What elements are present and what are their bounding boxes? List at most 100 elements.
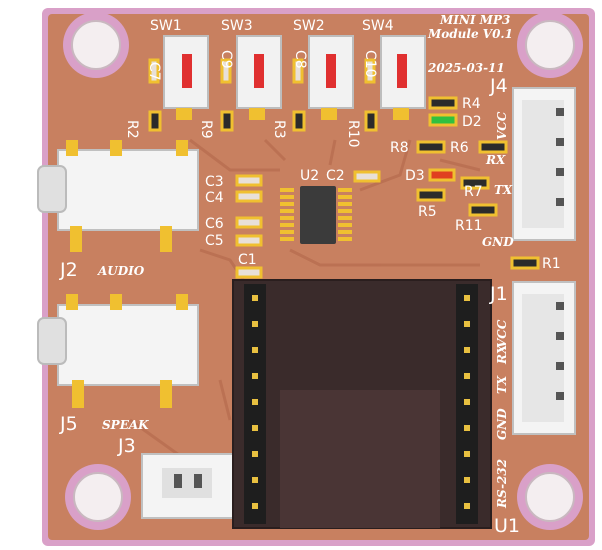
resistor-r1 (510, 256, 540, 270)
label-speak: SPEAK (102, 418, 149, 432)
label-c3: C3 (205, 174, 224, 190)
label-c2: C2 (326, 168, 345, 184)
label-c5: C5 (205, 233, 224, 249)
smd-capacitors-top (148, 58, 376, 84)
label-u1: U1 (494, 515, 520, 537)
label-d3: D3 (405, 168, 425, 184)
switch-sw2[interactable] (308, 35, 354, 120)
switch-actuator (397, 54, 407, 88)
label-r5: R5 (418, 204, 437, 220)
header-pin (252, 373, 258, 379)
resistor-r6 (478, 140, 508, 154)
speaker-jack-j5[interactable] (37, 294, 199, 408)
module-u1 (232, 279, 492, 529)
header-pin (252, 295, 258, 301)
header-pin (464, 321, 470, 327)
resistor-r8 (416, 140, 446, 154)
date-label: 2025-03-11 (427, 61, 505, 75)
header-pin (252, 347, 258, 353)
label-d2: D2 (462, 114, 482, 130)
label-c1: C1 (238, 252, 257, 268)
header-pin (464, 399, 470, 405)
label-rs232: RS-232 (495, 459, 509, 509)
header-pin (464, 477, 470, 483)
resistor-r4 (428, 96, 458, 110)
label-r10: R10 (345, 120, 361, 148)
connector-j4[interactable] (512, 87, 576, 241)
mounting-hole-bottom-right (517, 464, 583, 530)
label-j4-vcc: VCC (495, 111, 509, 140)
label-j1-gnd: GND (495, 408, 509, 440)
label-r4: R4 (462, 96, 481, 112)
title-line2: Module V0.1 (427, 27, 513, 41)
module-u1-pins (252, 295, 470, 509)
switch-sw1[interactable] (163, 35, 209, 120)
header-pin (464, 425, 470, 431)
label-sw4: SW4 (362, 18, 394, 34)
label-r7: R7 (464, 184, 483, 200)
silkscreen: SW1 SW3 SW2 SW4 C7 C9 C8 C10 R2 R9 R3 R1… (59, 13, 561, 537)
label-r3: R3 (271, 120, 287, 139)
label-r9: R9 (198, 120, 214, 139)
label-j5: J5 (59, 413, 78, 435)
label-c9: C9 (218, 50, 234, 69)
label-r6: R6 (450, 140, 469, 156)
title-line1: MINI MP3 (439, 13, 510, 27)
label-c10: C10 (362, 50, 378, 78)
switch-sw3[interactable] (236, 35, 282, 120)
label-c6: C6 (205, 216, 224, 232)
header-pin (464, 295, 470, 301)
audio-jack-j2[interactable] (37, 140, 199, 252)
ic-u2 (280, 186, 352, 244)
header-pin (464, 503, 470, 509)
mounting-hole-top-right (517, 12, 583, 78)
connector-j3[interactable] (141, 453, 235, 519)
label-j1: J1 (489, 283, 508, 305)
mounting-hole-bottom-left (65, 464, 131, 530)
smd-resistors-top (148, 110, 378, 132)
resistor-r5 (416, 188, 446, 202)
header-pin (252, 503, 258, 509)
label-c4: C4 (205, 190, 224, 206)
label-j4-rx: RX (485, 153, 506, 167)
smd-capacitors-mid (235, 170, 381, 279)
label-r2: R2 (124, 120, 140, 139)
led-d3 (428, 168, 456, 182)
label-audio: AUDIO (97, 264, 145, 278)
resistor-r11 (468, 203, 498, 217)
header-pin (252, 321, 258, 327)
label-r1: R1 (542, 256, 561, 272)
switch-actuator (254, 54, 264, 88)
label-sw1: SW1 (150, 18, 182, 34)
label-u2: U2 (300, 168, 319, 184)
label-sw3: SW3 (221, 18, 253, 34)
header-pin (252, 425, 258, 431)
header-pin (464, 451, 470, 457)
label-j2: J2 (59, 259, 78, 281)
label-r11: R11 (455, 218, 483, 234)
label-c8: C8 (292, 50, 308, 69)
label-j1-vcc: VCC (495, 319, 509, 348)
header-pin (252, 399, 258, 405)
label-j1-tx: TX (495, 375, 509, 394)
copper-traces (129, 138, 481, 472)
switch-sw4[interactable] (380, 35, 426, 120)
label-c7: C7 (146, 62, 162, 81)
switch-actuator (182, 54, 192, 88)
header-pin (464, 373, 470, 379)
label-j4: J4 (489, 75, 508, 97)
resistor-r7 (460, 176, 490, 190)
header-pin (464, 347, 470, 353)
connector-j1[interactable] (512, 281, 576, 435)
label-j4-tx: TX (494, 183, 513, 197)
mounting-hole-top-left (63, 12, 129, 78)
label-j1-rx: RX (495, 344, 509, 365)
label-r8: R8 (390, 140, 409, 156)
switch-actuator (326, 54, 336, 88)
label-j4-gnd: GND (482, 235, 514, 249)
label-j3: J3 (117, 435, 136, 457)
led-d2 (428, 113, 458, 127)
header-pin (252, 477, 258, 483)
label-sw2: SW2 (293, 18, 325, 34)
